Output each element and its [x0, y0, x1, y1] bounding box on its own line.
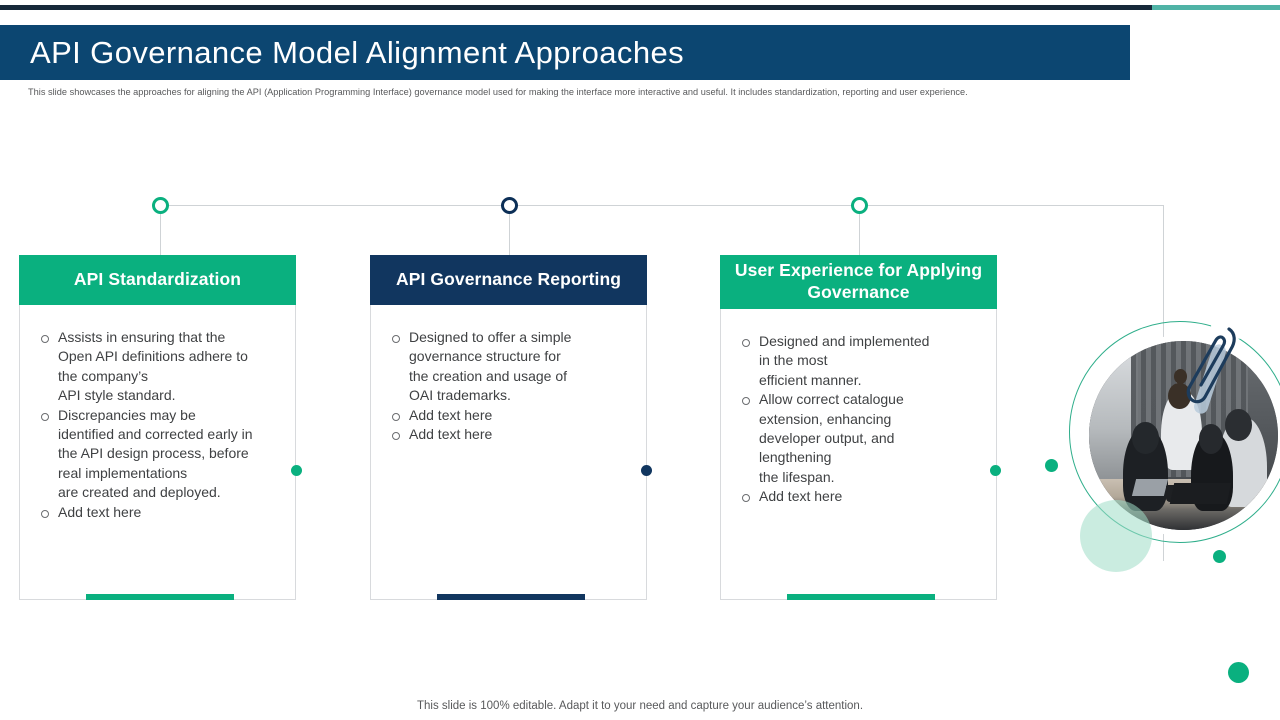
- connector-vertical-line-2: [509, 205, 510, 255]
- list-item: Designed and implemented in the most eff…: [735, 332, 986, 390]
- card-user-experience[interactable]: User Experience for Applying Governance …: [720, 255, 997, 600]
- illustration-group: [1035, 295, 1280, 683]
- green-dot-icon-left: [1045, 459, 1058, 472]
- list-item: Discrepancies may be identified and corr…: [34, 406, 285, 503]
- list-item: Assists in ensuring that the Open API de…: [34, 328, 285, 406]
- top-rail-teal: [1152, 5, 1280, 10]
- node-ring-icon-1: [152, 197, 169, 214]
- card-accent-bar-3: [787, 594, 935, 600]
- bullet-list-1: Assists in ensuring that the Open API de…: [34, 328, 285, 522]
- card-api-governance-reporting[interactable]: API Governance Reporting Designed to off…: [370, 255, 647, 600]
- card-accent-bar-2: [437, 594, 585, 600]
- green-dot-icon-mid: [1213, 550, 1226, 563]
- list-item: Add text here: [385, 425, 636, 444]
- team-meeting-photo: [1083, 335, 1280, 536]
- node-ring-icon-2: [501, 197, 518, 214]
- list-item: Add text here: [385, 406, 636, 425]
- footer-note: This slide is 100% editable. Adapt it to…: [416, 700, 864, 712]
- top-rail-navy: [0, 5, 1152, 10]
- card-body-2: Designed to offer a simple governance st…: [371, 328, 648, 444]
- list-item: Allow correct catalogue extension, enhan…: [735, 390, 986, 487]
- card-accent-bar-1: [86, 594, 234, 600]
- green-ring-icon: [1069, 321, 1280, 543]
- connector-vertical-line-3: [859, 205, 860, 255]
- paperclip-icon: [1186, 327, 1236, 404]
- list-item: Add text here: [34, 503, 285, 522]
- list-item: Designed to offer a simple governance st…: [385, 328, 636, 406]
- card-body-3: Designed and implemented in the most eff…: [721, 332, 998, 507]
- node-ring-icon-3: [851, 197, 868, 214]
- green-blob-icon: [1080, 500, 1152, 572]
- side-dot-icon-2: [641, 465, 652, 476]
- card-title-1: API Standardization: [19, 255, 296, 305]
- list-item: Add text here: [735, 487, 986, 506]
- side-dot-icon-1: [291, 465, 302, 476]
- bullet-list-3: Designed and implemented in the most eff…: [735, 332, 986, 507]
- bullet-list-2: Designed to offer a simple governance st…: [385, 328, 636, 444]
- title-band: API Governance Model Alignment Approache…: [0, 25, 1130, 80]
- side-dot-icon-3: [990, 465, 1001, 476]
- card-title-3: User Experience for Applying Governance: [720, 255, 997, 309]
- card-api-standardization[interactable]: API Standardization Assists in ensuring …: [19, 255, 296, 600]
- card-title-2: API Governance Reporting: [370, 255, 647, 305]
- slide-subtitle: This slide showcases the approaches for …: [28, 87, 968, 97]
- connector-horizontal-line: [160, 205, 1164, 206]
- green-dot-icon-bottom: [1228, 662, 1249, 683]
- page-title: API Governance Model Alignment Approache…: [30, 34, 685, 70]
- connector-vertical-line-1: [160, 205, 161, 255]
- card-body-1: Assists in ensuring that the Open API de…: [20, 328, 297, 522]
